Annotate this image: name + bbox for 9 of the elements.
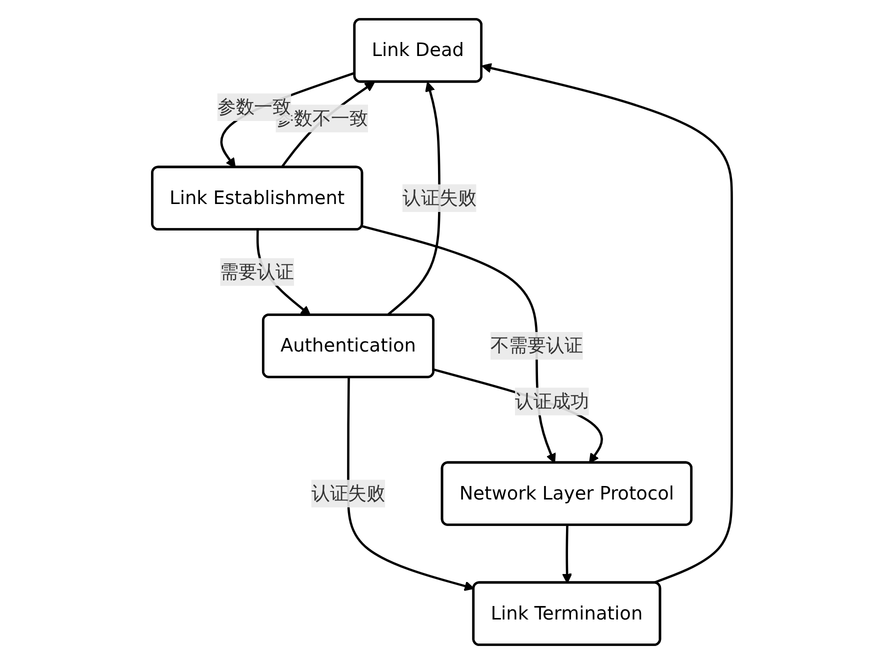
edge-label: 需要认证 bbox=[220, 260, 294, 282]
arrow bbox=[346, 378, 474, 591]
edge-label: 认证成功 bbox=[514, 390, 588, 412]
edge-label: 认证失败 bbox=[310, 482, 385, 504]
arrow bbox=[433, 368, 602, 464]
arrow bbox=[480, 63, 732, 584]
edge-label: 不需要认证 bbox=[490, 334, 582, 356]
edge-label: 认证失败 bbox=[402, 186, 476, 209]
arrow bbox=[562, 525, 572, 584]
